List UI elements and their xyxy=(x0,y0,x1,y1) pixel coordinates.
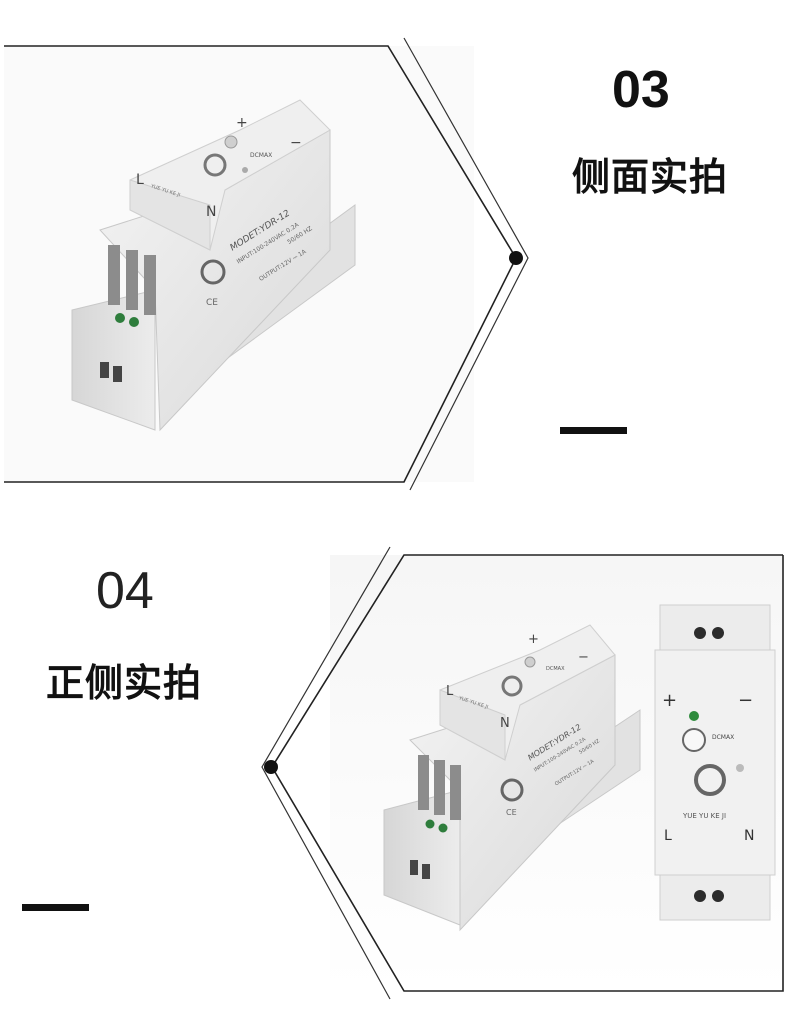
device-side-label-l: L xyxy=(446,684,454,699)
device-bottom-front xyxy=(654,604,776,921)
device-side-ce: CE xyxy=(506,808,517,817)
device-side-label-plus: + xyxy=(528,632,539,647)
device-side-label-n: N xyxy=(500,716,510,731)
section-caption-front-side: 正侧实拍 xyxy=(46,661,203,705)
device-front-label-n: N xyxy=(744,828,755,844)
section-number-03: 03 xyxy=(612,61,670,119)
device-top xyxy=(71,99,356,432)
device-front-brand: YUE YU KE JI xyxy=(683,812,727,820)
device-top-label-minus: − xyxy=(290,135,302,151)
divider-dash-top xyxy=(560,427,627,434)
frame-dot-bottom xyxy=(264,760,278,774)
device-side-label-minus: − xyxy=(578,650,589,665)
divider-dash-bottom xyxy=(22,904,89,911)
section-number-04: 04 xyxy=(96,562,154,620)
device-side-adjust: DCMAX xyxy=(546,666,565,672)
device-front-adjust: DCMAX xyxy=(712,734,735,741)
frame-dot-top xyxy=(509,251,523,265)
device-front-label-minus: − xyxy=(738,690,754,711)
device-top-label-n: N xyxy=(206,204,217,220)
device-top-ce: CE xyxy=(206,298,218,308)
device-front-label-plus: + xyxy=(662,690,678,711)
device-front-label-l: L xyxy=(664,828,672,844)
device-bottom-side xyxy=(383,624,641,932)
device-top-label-l: L xyxy=(136,172,144,188)
device-top-adjust: DCMAX xyxy=(250,152,273,159)
section-caption-side: 侧面实拍 xyxy=(572,155,729,199)
device-top-label-plus: + xyxy=(236,115,248,131)
